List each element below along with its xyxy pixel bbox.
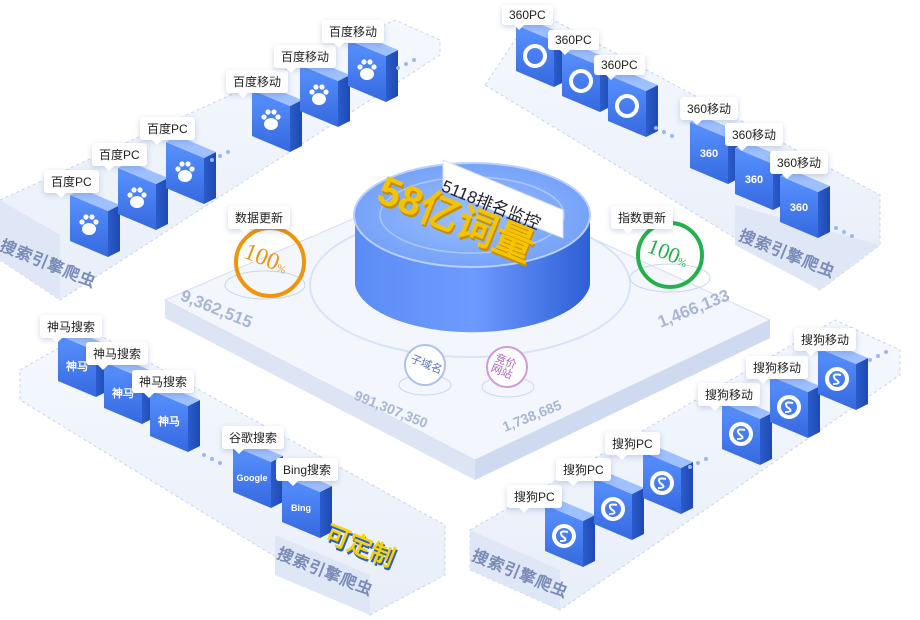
svg-text:Bing: Bing [291, 503, 311, 513]
label-baidu-mobile: 百度移动 [226, 70, 289, 98]
text-icon: 神马 [112, 386, 134, 400]
server-sogou-pc [594, 472, 644, 540]
sogou-s-icon [729, 422, 753, 446]
ring-360-icon [523, 44, 547, 68]
label-shenma: 神马搜索 [132, 370, 195, 398]
server-shenma: 神马 [150, 384, 200, 452]
svg-text:Google: Google [237, 473, 268, 483]
label-baidu-pc: 百度PC [92, 143, 147, 171]
server-360-mobile: 360 [690, 116, 740, 184]
sogou-s-icon [777, 395, 801, 419]
text-icon: 360 [790, 202, 808, 214]
server-360-mobile: 360 [780, 170, 830, 238]
paw-icon [261, 109, 281, 130]
server-baidu-pc [166, 136, 216, 204]
paw-icon [309, 84, 329, 105]
sogou-s-icon [825, 367, 849, 391]
svg-text:360: 360 [700, 148, 718, 160]
server-baidu-pc [118, 162, 168, 230]
ring-360-icon [569, 69, 593, 93]
dots-baidu [210, 58, 416, 162]
index-update-label: 指数更新 [611, 206, 674, 234]
sogou-s-icon [650, 471, 674, 495]
label-baidu-pc: 百度PC [140, 117, 195, 145]
label-baidu-mobile: 百度移动 [322, 20, 385, 48]
paw-icon [127, 187, 147, 208]
server-sogou-pc [643, 446, 693, 514]
label-baidu-pc: 百度PC [44, 170, 99, 198]
label-sogou-pc: 搜狗PC [556, 458, 611, 486]
dots-360 [654, 126, 854, 238]
paw-icon [79, 214, 99, 235]
text-icon: Google [237, 473, 268, 483]
label-baidu-mobile: 百度移动 [274, 45, 337, 73]
label-360-mobile: 360移动 [770, 151, 829, 179]
server-sogou-mobile [722, 397, 772, 465]
bubble-bidding [481, 346, 535, 398]
label-360-mobile: 360移动 [680, 97, 739, 125]
text-icon: Bing [291, 503, 311, 513]
label-sogou-pc: 搜狗PC [507, 485, 562, 513]
server-baidu-mobile [348, 34, 398, 102]
label-360-pc: 360PC [594, 55, 645, 80]
label-shenma: 神马搜索 [40, 315, 103, 343]
label-360-mobile: 360移动 [725, 123, 784, 151]
server-baidu-pc [70, 189, 120, 257]
sogou-s-icon [601, 497, 625, 521]
center-banner-card [442, 159, 564, 239]
label-shenma: 神马搜索 [86, 342, 149, 370]
label-sogou-pc: 搜狗PC [605, 432, 660, 460]
label-360-pc: 360PC [502, 5, 553, 30]
sogou-s-icon [552, 524, 576, 548]
ring-360-icon [615, 94, 639, 118]
svg-text:360: 360 [745, 174, 763, 186]
label-google: 谷歌搜索 [222, 426, 285, 454]
svg-text:360: 360 [790, 202, 808, 214]
label-sogou-mobile: 搜狗移动 [794, 328, 857, 356]
text-icon: 360 [745, 174, 763, 186]
central-cylinder [353, 162, 591, 333]
svg-text:神马: 神马 [112, 386, 134, 400]
dots-shenma [202, 453, 222, 465]
label-sogou-mobile: 搜狗移动 [698, 383, 761, 411]
dots-sogou [688, 350, 888, 469]
paw-icon [175, 161, 195, 182]
label-360-pc: 360PC [548, 30, 599, 55]
label-sogou-mobile: 搜狗移动 [746, 356, 809, 384]
data-update-label: 数据更新 [228, 206, 291, 234]
text-icon: 神马 [158, 414, 180, 428]
svg-text:神马: 神马 [66, 359, 88, 373]
paw-icon [357, 59, 377, 80]
svg-text:神马: 神马 [158, 414, 180, 428]
label-bing: Bing搜索 [276, 458, 339, 486]
server-baidu-mobile [300, 59, 350, 127]
text-icon: 360 [700, 148, 718, 160]
text-icon: 神马 [66, 359, 88, 373]
bubble-subdomain [398, 344, 452, 396]
